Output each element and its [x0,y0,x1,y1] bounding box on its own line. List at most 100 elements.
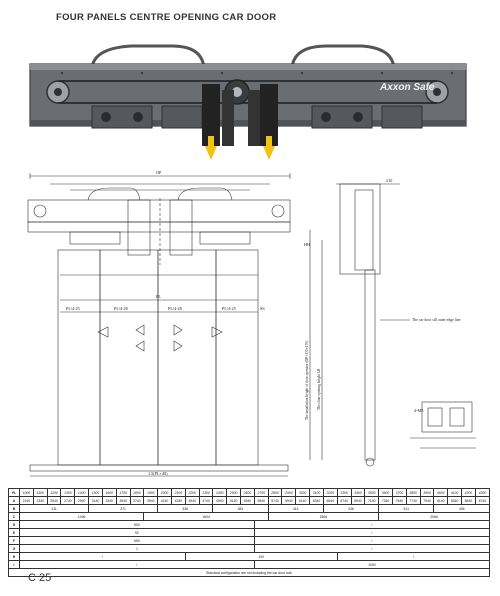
spec-row-label: B [8,504,20,513]
spec-cell-a: 7140 [364,496,380,505]
spec-cell-a: 7340 [378,496,393,505]
dim-bottom: 1.5(PL+40) [148,471,168,476]
spec-cell-pl: 2300 [198,488,214,497]
spec-cell-pl: 2800 [267,488,283,497]
spec-cell: / [253,520,491,529]
spec-cell: 271 [88,504,159,513]
spec-cell: 92 [19,528,255,537]
spec-cell-a: 5940 [281,496,297,505]
spec-cell-a: 5140 [226,496,241,505]
door-operator-photo: Axxon Safe [22,40,474,170]
spec-cell-a: 6740 [336,496,352,505]
spec-row-label: E [8,528,20,537]
spec-cell-pl: 2100 [170,488,186,497]
spec-cell-a: 3340 [101,496,117,505]
spec-cell: 436 [433,504,490,513]
spec-cell-pl: 1300 [60,488,76,497]
spec-label-a: A [8,496,20,505]
spec-cell-a: 2340 [32,496,48,505]
spec-cell: 414 [267,504,324,513]
spec-row: I/1090 [8,560,491,569]
spec-cell: / [253,528,491,537]
spec-cell: / [253,536,491,545]
spec-cell-a: 6540 [322,496,338,505]
spec-cell: 511 [378,504,435,513]
spec-cell-pl: 1500 [88,488,103,497]
spec-cell: / [19,552,186,561]
spec-cell-pl: 4100 [447,488,462,497]
spec-cell-a: 7940 [419,496,435,505]
spec-cell-a: 8340 [447,496,462,505]
spec-row: H/100/ [8,552,491,561]
annotation-install-height: The installation height of door operator… [305,340,309,420]
spec-cell-a: 4940 [212,496,228,505]
spec-cell-pl: 1100 [32,488,48,497]
spec-cell-a: 3140 [88,496,103,505]
spec-cell-pl: 2500 [226,488,241,497]
annotation-sill-edge: The car door sill outer edge line [412,318,461,322]
spec-cell-pl: 1700 [115,488,131,497]
spec-cell-pl: 1900 [143,488,159,497]
spec-cell-pl: 4000 [433,488,449,497]
spec-cell-a: 7540 [391,496,407,505]
spec-cell-a: 2540 [46,496,62,505]
spec-cell: 336 [157,504,214,513]
spec-cell-pl: 3800 [405,488,421,497]
spec-cell: 100 [184,552,338,561]
page-title: FOUR PANELS CENTRE OPENING CAR DOOR [56,12,277,23]
spec-cell-pl: 2000 [157,488,172,497]
spec-cell-pl: 3700 [391,488,407,497]
spec-cell-pl: 2900 [281,488,297,497]
spec-cell: 1604 [143,512,269,521]
spec-cell: 1436 [18,512,145,521]
spec-cell: 211 [18,504,90,513]
dim-op: OP [156,170,162,175]
spec-cell-a: 3940 [143,496,159,505]
annotation-clear-opening: The clear opening height LH [317,368,321,410]
dim-pl: PL [156,294,161,299]
spec-cell-a: 5540 [253,496,269,505]
dim-pl-right: PL/4-25 [222,306,236,311]
spec-cell-pl: 3200 [322,488,338,497]
spec-cell: 2066 [378,512,490,521]
spec-row-label: I [8,560,20,569]
spec-cell-pl: 2200 [184,488,200,497]
spec-cell-a: 5740 [267,496,283,505]
spec-cell-pl: 4200 [461,488,476,497]
spec-cell-a: 3740 [129,496,145,505]
brand-logo: Axxon Safe [379,82,435,93]
spec-cell: / [19,560,255,569]
spec-cell-pl: 3000 [295,488,311,497]
spec-cell-a: 8140 [433,496,449,505]
spec-cell-pl: 1400 [74,488,90,497]
spec-cell-pl: 3100 [309,488,324,497]
spec-cell: 500 [19,520,255,529]
dim-pl-mid-left: PL/4-28 [114,306,128,311]
spec-cell-a: 2740 [60,496,76,505]
spec-cell: / [336,552,491,561]
label-ss: SS [260,306,265,311]
dim-top-right: 210 [386,178,392,183]
dim-pl-left: PL/4-25 [66,306,80,311]
spec-cell-a: 4140 [157,496,172,505]
spec-row-label: D [8,520,20,529]
spec-cell-a: 5340 [240,496,255,505]
spec-cell-a: 6940 [350,496,366,505]
spec-cell-a: 4540 [184,496,200,505]
label-screws: 4-M8 [414,408,423,413]
spec-cell-pl: 2700 [253,488,269,497]
spec-row-label: G [8,544,20,553]
spec-cell: 436 [322,504,380,513]
spec-cell-pl: 3500 [364,488,380,497]
dim-pl-mid-right: PL/4-28 [168,306,182,311]
spec-cell-a: 8540 [461,496,476,505]
spec-cell: 650 [19,536,255,545]
spec-cell-pl: 4300 [474,488,491,497]
